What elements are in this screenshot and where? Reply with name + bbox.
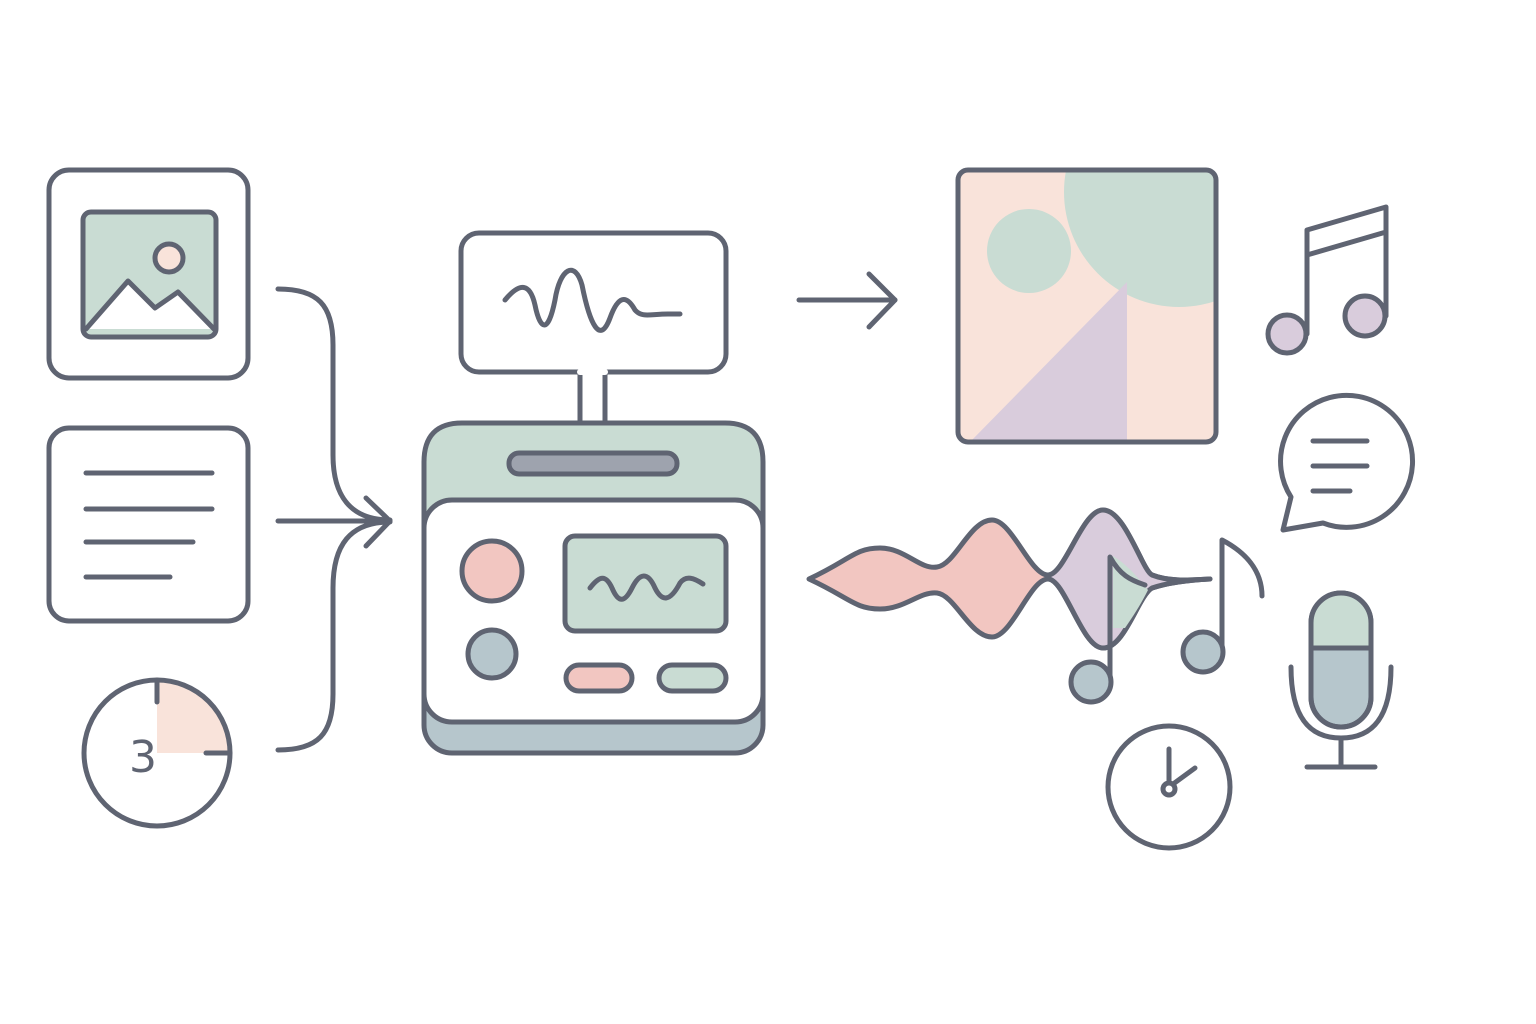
abstract-artwork-icon xyxy=(955,167,1219,445)
device-screen-wave xyxy=(587,573,706,602)
speech-bubble-icon xyxy=(1278,392,1416,533)
image-input-card xyxy=(46,167,251,381)
sound-wave-icon xyxy=(806,507,1213,651)
device-slot xyxy=(506,450,680,477)
timer-digit: 3 xyxy=(129,732,157,783)
countdown-timer-icon xyxy=(81,677,233,829)
device-knob-pink xyxy=(459,538,525,604)
signal-display xyxy=(458,230,729,427)
device-screen xyxy=(562,533,729,634)
document-lines-icon xyxy=(83,470,215,580)
input-connector-lines xyxy=(275,286,393,753)
eighth-note-icon xyxy=(1068,537,1265,705)
beamed-notes-icon xyxy=(1265,204,1389,356)
text-input-card xyxy=(46,425,251,624)
output-arrow xyxy=(796,271,898,330)
device-knob-slate xyxy=(465,627,519,681)
input-arrowhead xyxy=(363,495,393,549)
waveform-icon xyxy=(502,267,683,333)
image-icon xyxy=(80,209,219,340)
device-button-pink xyxy=(563,662,635,694)
device-button-sage xyxy=(656,662,729,694)
synthesizer-device-icon xyxy=(421,420,766,756)
clock-icon xyxy=(1105,723,1233,851)
microphone-icon xyxy=(1288,590,1394,770)
